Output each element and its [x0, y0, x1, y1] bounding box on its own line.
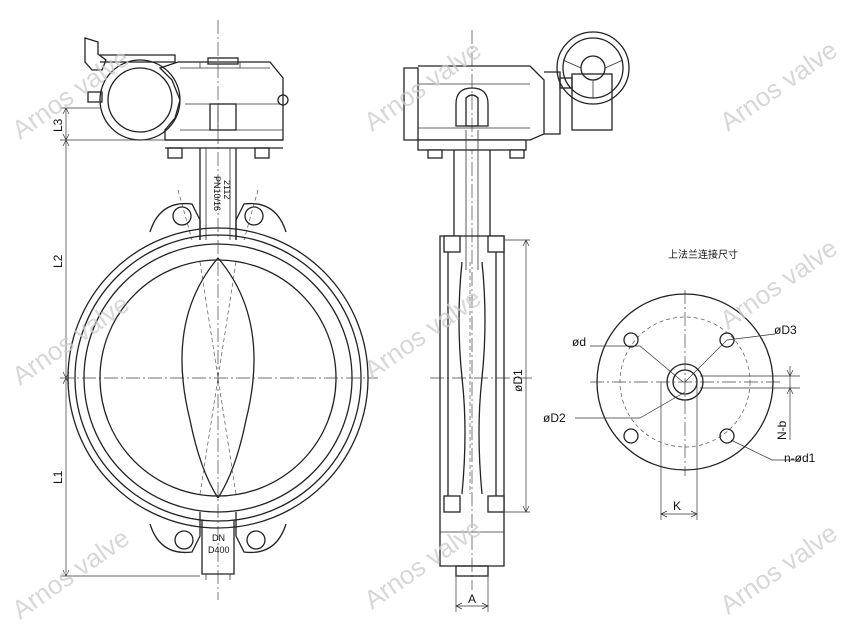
dim-L1: L1 — [51, 470, 65, 484]
dn-label: DN — [212, 533, 225, 543]
dim-A: A — [468, 592, 476, 606]
dim-L2: L2 — [51, 254, 65, 268]
top-lugs — [149, 189, 287, 241]
watermark: Arnos valve — [6, 288, 134, 390]
dim-d: ød — [572, 335, 586, 349]
side-view: øD1 A — [403, 30, 630, 612]
handwheel — [556, 31, 630, 131]
bottom-lugs: DN D400 — [149, 512, 287, 580]
side-dimensions: øD1 A — [455, 239, 530, 612]
watermark: Arnos valve — [714, 232, 842, 334]
watermark: Arnos valve — [714, 34, 842, 136]
dim-D3: øD3 — [774, 323, 797, 337]
front-view: PN10/16 2112 — [51, 20, 378, 600]
dim-D1: øD1 — [511, 369, 525, 392]
dn-value: D400 — [208, 545, 230, 555]
watermark: Arnos valve — [358, 282, 486, 384]
dim-Nb: N-b — [775, 420, 789, 440]
side-body — [439, 235, 505, 577]
dim-K: K — [673, 499, 681, 513]
gearbox-side — [403, 65, 561, 159]
watermark: Arnos valve — [6, 42, 134, 144]
flange-detail: 上法兰连接尺寸 ød øD3 øD2 n-ød1 N-b K — [543, 248, 816, 520]
watermark: Arnos valve — [6, 522, 134, 624]
side-neck — [453, 130, 491, 270]
code-text: 2112 — [222, 180, 232, 199]
front-dimensions: L3 L2 L1 — [51, 107, 200, 577]
watermark: Arnos valve — [358, 34, 486, 136]
dim-D2: øD2 — [543, 411, 566, 425]
valve-body — [67, 227, 369, 529]
gearbox — [84, 37, 289, 159]
dim-nd1: n-ød1 — [784, 451, 816, 465]
watermarks: Arnos valve Arnos valve Arnos valve Arno… — [6, 34, 842, 624]
watermark: Arnos valve — [714, 517, 842, 619]
dim-L3: L3 — [51, 118, 65, 132]
pn-text: PN10/16 — [212, 176, 222, 211]
flange-title: 上法兰连接尺寸 — [668, 248, 738, 261]
